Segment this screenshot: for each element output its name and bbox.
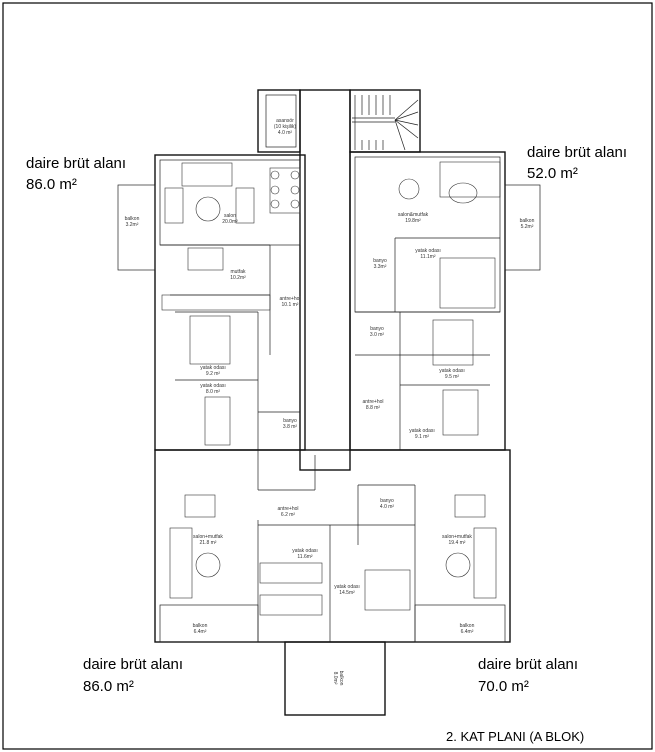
room-name: yatak odası — [200, 365, 226, 371]
apartment-area-labels: daire brüt alanı 86.0 m² daire brüt alan… — [26, 144, 627, 695]
room-name: balkon — [460, 623, 475, 629]
room-name: mutfak — [230, 269, 246, 275]
room-area: 5.2m² — [521, 224, 534, 230]
room-area: 4.0 m² — [380, 504, 395, 510]
walls — [117, 89, 541, 716]
room-name: antre+hol — [280, 296, 301, 302]
room-name: yatak odası — [334, 584, 360, 590]
room-name: yatak odası — [200, 383, 226, 389]
room-name: banyo — [373, 258, 387, 264]
room-area: 11.6m² — [297, 554, 313, 560]
room-area: 8.0 m² — [206, 389, 221, 395]
apartment-area: 86.0 m² — [26, 176, 77, 193]
room-name: yatak odası — [439, 368, 465, 374]
room-name: banyo — [283, 418, 297, 424]
room-area: 9.1 m² — [415, 434, 430, 440]
room-name: banyo — [380, 498, 394, 504]
room-area: 14.5m² — [339, 590, 355, 596]
elevator-area: 4.0 m² — [278, 130, 293, 136]
room-labels: asansör (10 kişilik) 4.0 m² salon 20.0m²… — [125, 118, 535, 686]
room-area: 8.0m² — [332, 672, 338, 685]
room-area: 6.4m² — [461, 629, 474, 635]
room-name: balkon — [338, 671, 344, 686]
room-area: 3.0 m² — [370, 332, 385, 338]
room-name: yatak odası — [292, 548, 318, 554]
room-area: 19.8m² — [405, 218, 421, 224]
room-area: 10.2m² — [230, 275, 246, 281]
room-area: 3.2m² — [126, 222, 139, 228]
apartment-label: daire brüt alanı — [83, 656, 183, 673]
room-name: salon — [224, 213, 236, 219]
room-name: antre+hol — [278, 506, 299, 512]
room-area: 8.8 m² — [366, 405, 381, 411]
apartment-label: daire brüt alanı — [26, 155, 126, 172]
room-area: 19.4 m² — [449, 540, 466, 546]
room-name: yatak odası — [415, 248, 441, 254]
apartment-area: 52.0 m² — [527, 165, 578, 182]
room-name: salon+mutfak — [193, 534, 223, 540]
apartment-label: daire brüt alanı — [527, 144, 627, 161]
apartment-area: 86.0 m² — [83, 678, 134, 695]
room-name: yatak odası — [409, 428, 435, 434]
room-name: antre+hol — [363, 399, 384, 405]
room-area: 6.2 m² — [281, 512, 296, 518]
room-name: salon&mutfak — [398, 212, 429, 218]
furniture — [161, 161, 501, 616]
apartment-label: daire brüt alanı — [478, 656, 578, 673]
room-name: balkon — [125, 216, 140, 222]
room-area: 10.1 m² — [282, 302, 299, 308]
apartment-area: 70.0 m² — [478, 678, 529, 695]
room-area: 20.0m² — [222, 219, 238, 225]
room-area: 9.5 m² — [445, 374, 460, 380]
room-area: 21.8 m² — [200, 540, 217, 546]
room-area: 11.1m² — [420, 254, 436, 260]
room-area: 6.4m² — [194, 629, 207, 635]
elevator-capacity: (10 kişilik) — [274, 124, 297, 130]
room-name: banyo — [370, 326, 384, 332]
room-name: balkon — [193, 623, 208, 629]
plan-title: 2. KAT PLANI (A BLOK) — [446, 729, 584, 744]
room-area: 3.3m² — [374, 264, 387, 270]
room-area: 9.2 m² — [206, 371, 221, 377]
elevator-label: asansör — [276, 118, 294, 124]
room-name: salon+mutfak — [442, 534, 472, 540]
stairs — [352, 95, 419, 151]
room-name: balkon — [520, 218, 535, 224]
room-area: 3.8 m² — [283, 424, 298, 430]
